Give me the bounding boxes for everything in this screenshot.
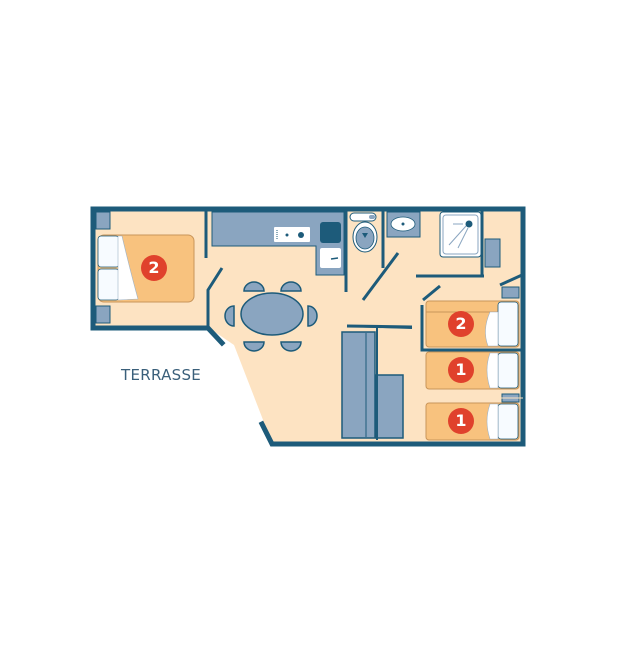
pillow-icon [97, 235, 120, 268]
kitchen [211, 211, 345, 276]
nightstand-bottom [95, 305, 111, 324]
pillow-icon [497, 403, 519, 440]
chair-icon [280, 281, 302, 292]
bed-capacity-badge: 2 [448, 311, 474, 337]
outer-walls [90, 206, 526, 447]
fridge-icon [320, 248, 341, 268]
shelf [501, 286, 520, 299]
bed-sheet-fold [486, 403, 499, 440]
nightstand-top [95, 211, 111, 230]
bed-sheet-fold [117, 235, 139, 301]
chair-icon [307, 305, 318, 327]
toilet [349, 212, 378, 253]
bed-capacity-badge: 1 [448, 408, 474, 434]
kitchen-counter [211, 211, 345, 276]
chair-icon [243, 281, 265, 292]
cooktop-icon [274, 227, 310, 242]
shower [439, 211, 482, 258]
chair-icon [224, 305, 235, 327]
bed-sheet-fold [486, 352, 499, 389]
dining-table [224, 281, 318, 352]
washbasin [386, 211, 421, 238]
pillow-icon [497, 301, 519, 347]
bed-sheet-fold [485, 311, 499, 347]
bed-capacity-badge: 1 [448, 357, 474, 383]
chair-icon [280, 341, 302, 352]
bath-cabinet [484, 238, 501, 268]
bed-capacity-badge: 2 [141, 255, 167, 281]
sink-icon [320, 222, 341, 243]
pillow-icon [97, 268, 120, 301]
interior-walls [204, 211, 523, 352]
chair-icon [243, 341, 265, 352]
sofa-bed [341, 331, 404, 439]
terrace-label: TERRASSE [121, 366, 202, 384]
pillow-icon [497, 352, 519, 389]
